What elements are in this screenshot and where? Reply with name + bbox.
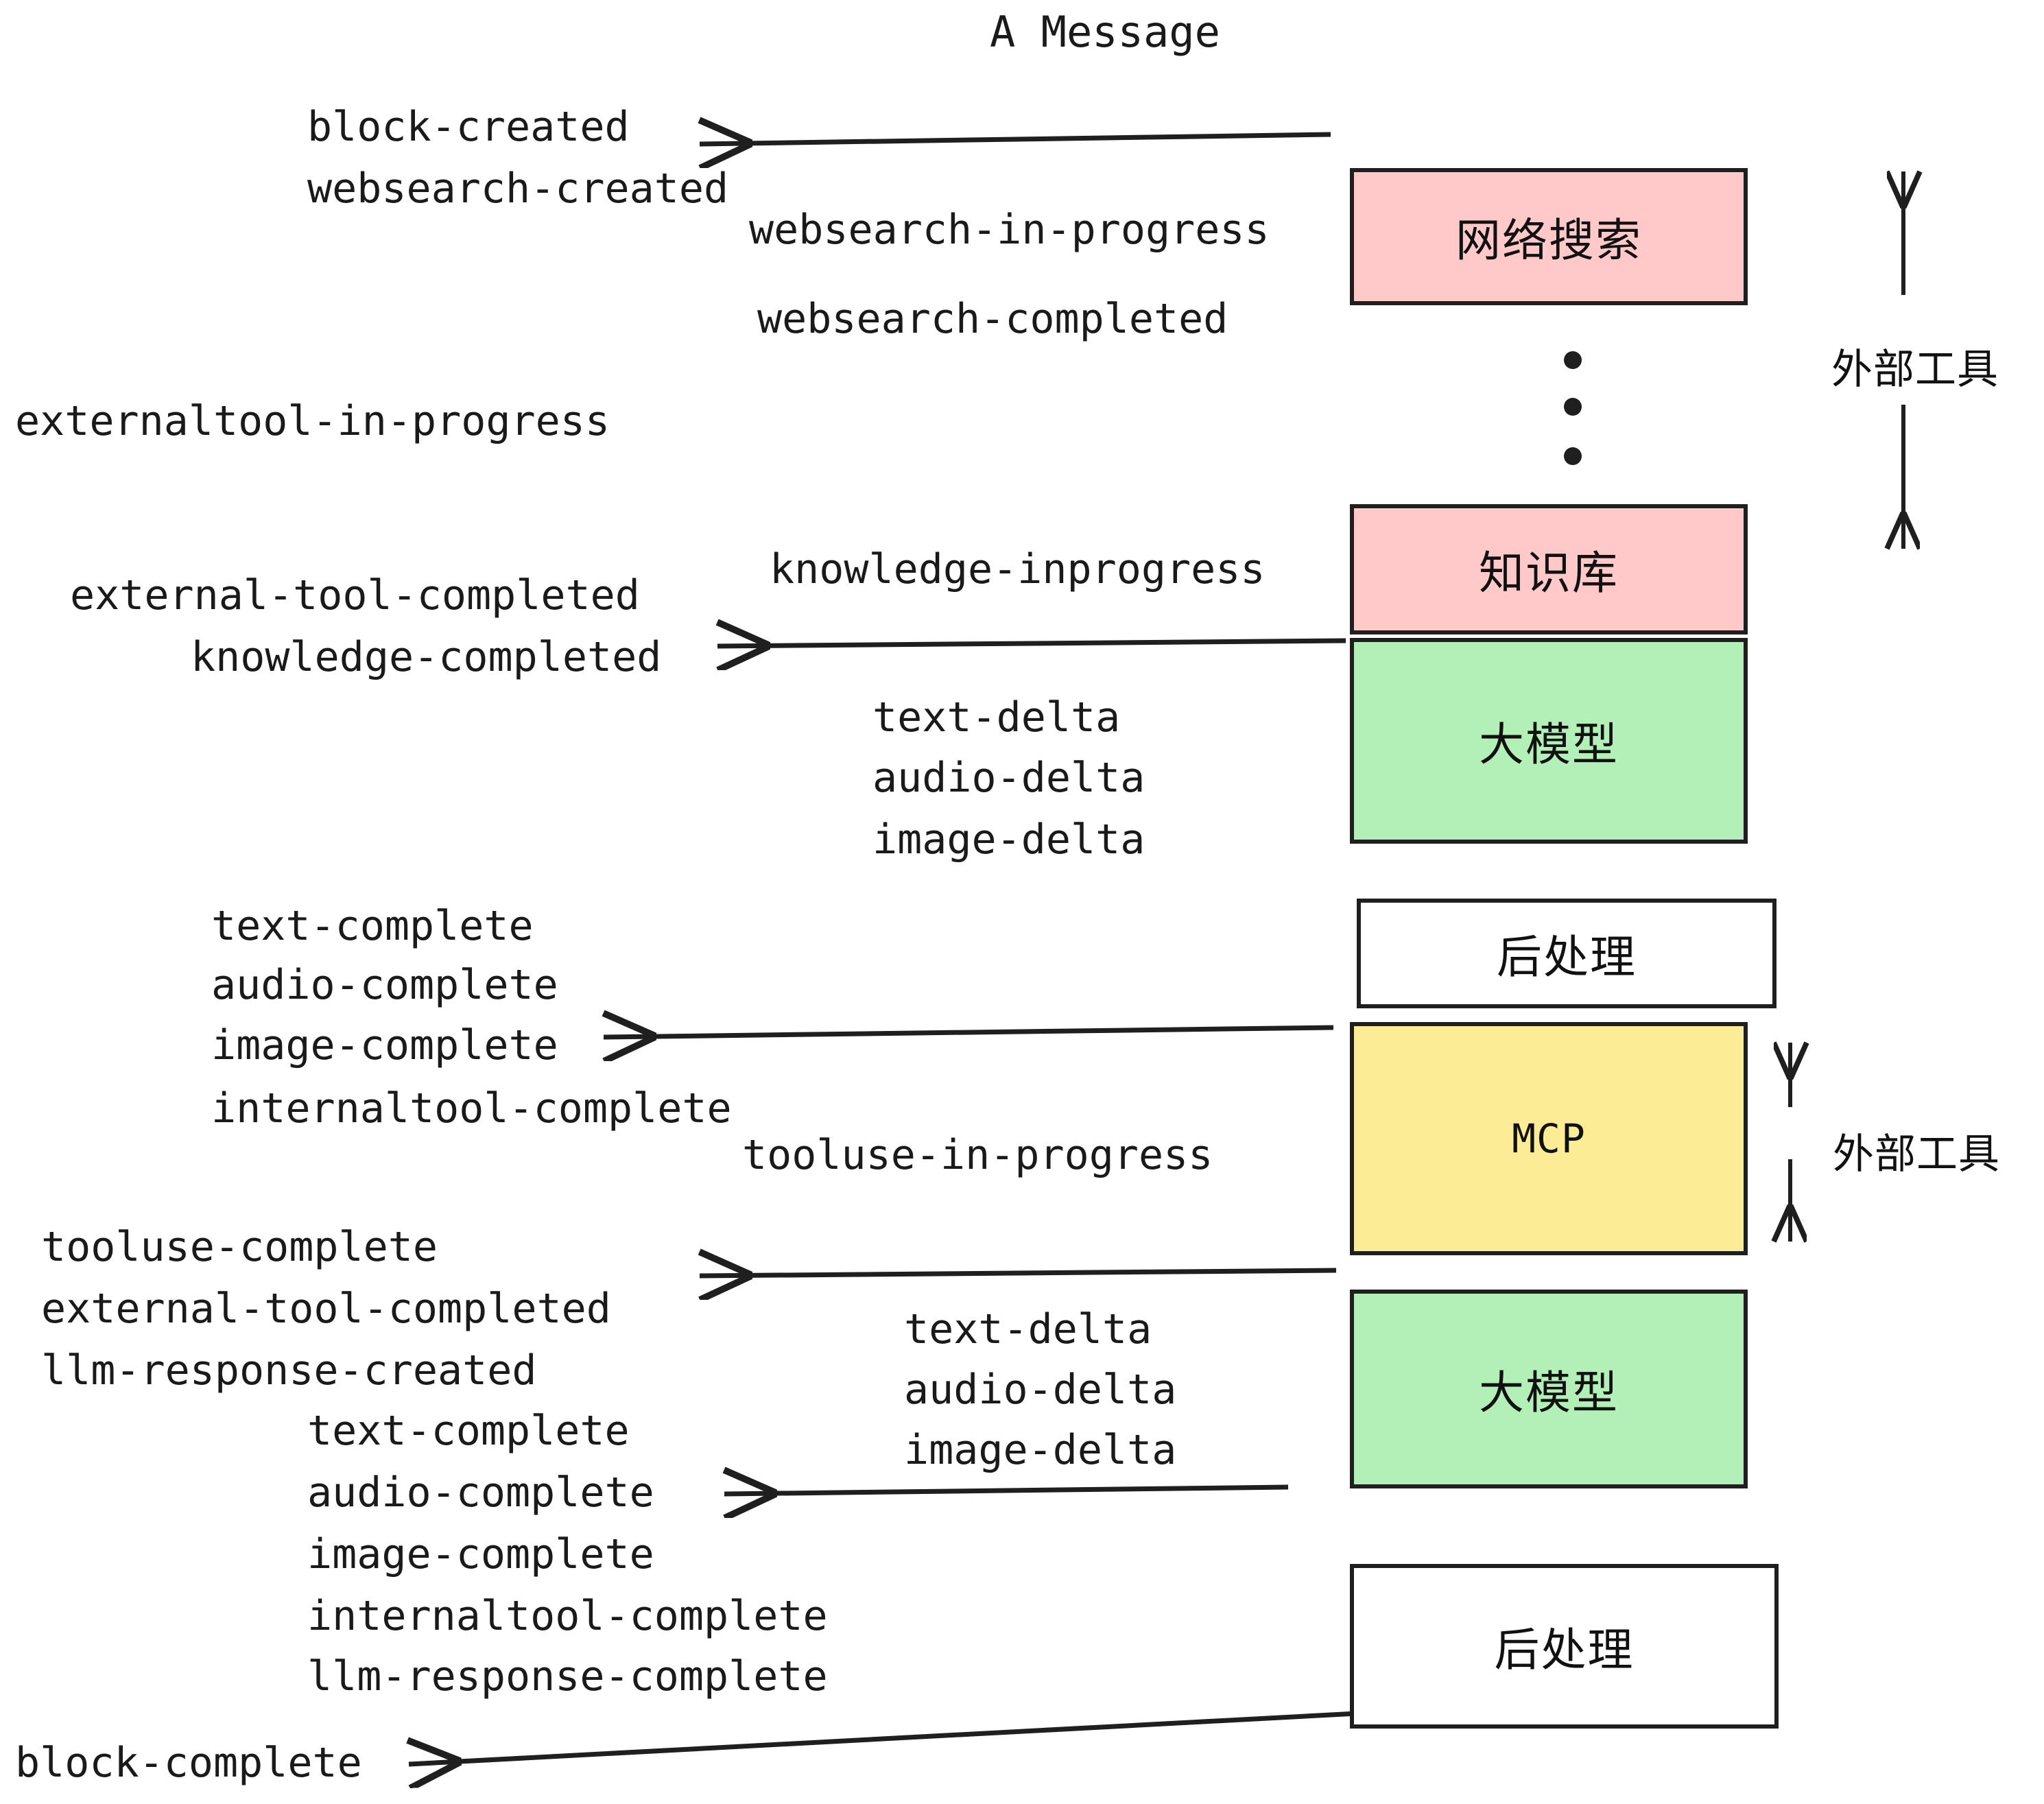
event-label: text-complete: [307, 1407, 630, 1455]
event-label: websearch-created: [307, 165, 729, 213]
component-box-label: 大模型: [1479, 718, 1619, 771]
page-title: A Message: [990, 7, 1220, 57]
event-label: internaltool-complete: [307, 1592, 828, 1640]
ellipsis-dot-icon: [1564, 447, 1582, 465]
image-complete-arrow: [604, 1028, 1334, 1037]
event-label: audio-delta: [904, 1366, 1177, 1414]
event-label: llm-response-complete: [307, 1652, 828, 1700]
component-box-postprocess-1: 后处理: [1357, 899, 1776, 1008]
ellipsis-dot-icon: [1564, 351, 1582, 369]
event-label: image-complete: [211, 1021, 558, 1069]
component-box-label: 后处理: [1494, 1624, 1635, 1676]
event-label: websearch-in-progress: [749, 206, 1270, 254]
tooluse-done-arrow: [700, 1270, 1337, 1276]
component-box-mcp: MCP: [1350, 1022, 1748, 1255]
component-box-label: 知识库: [1479, 547, 1619, 600]
event-label: externaltool-in-progress: [15, 397, 610, 445]
ellipsis-dot-icon: [1564, 398, 1582, 416]
event-label: tooluse-in-progress: [742, 1131, 1213, 1179]
event-label: image-delta: [904, 1426, 1177, 1474]
event-label: block-created: [307, 103, 630, 151]
event-label: external-tool-completed: [41, 1285, 611, 1333]
block-created-arrow: [700, 134, 1331, 144]
event-label: websearch-completed: [757, 295, 1228, 343]
component-box-knowledge: 知识库: [1350, 504, 1748, 634]
component-box-llm-1: 大模型: [1350, 638, 1748, 844]
external-tool-scope-label: 外部工具: [1833, 1130, 2000, 1178]
event-label: block-complete: [15, 1739, 362, 1787]
component-box-label: 大模型: [1479, 1366, 1619, 1419]
component-box-llm-2: 大模型: [1350, 1290, 1748, 1488]
event-label: audio-delta: [872, 754, 1145, 802]
event-label: image-complete: [307, 1530, 654, 1578]
block-complete-arrow: [409, 1711, 1357, 1764]
event-label: internaltool-complete: [211, 1084, 732, 1132]
event-label: llm-response-created: [41, 1346, 537, 1394]
event-label: external-tool-completed: [70, 571, 640, 619]
external-tool-scope-label: 外部工具: [1831, 346, 1999, 394]
event-label: audio-complete: [307, 1469, 654, 1517]
event-label: tooluse-complete: [41, 1223, 438, 1271]
event-label: image-delta: [872, 816, 1145, 864]
event-label: text-delta: [872, 693, 1121, 741]
event-label: knowledge-completed: [191, 633, 662, 681]
component-box-label: MCP: [1512, 1115, 1586, 1162]
event-label: text-complete: [211, 902, 534, 950]
event-label: text-delta: [904, 1305, 1152, 1353]
component-box-label: 后处理: [1497, 931, 1637, 984]
event-label: audio-complete: [211, 961, 558, 1009]
knowledge-done-arrow: [717, 641, 1346, 646]
component-box-label: 网络搜索: [1455, 214, 1642, 267]
component-box-postprocess-2: 后处理: [1350, 1564, 1779, 1729]
audio-complete-arrow: [724, 1487, 1289, 1494]
component-box-websearch: 网络搜索: [1350, 168, 1748, 305]
event-label: knowledge-inprogress: [770, 545, 1265, 593]
